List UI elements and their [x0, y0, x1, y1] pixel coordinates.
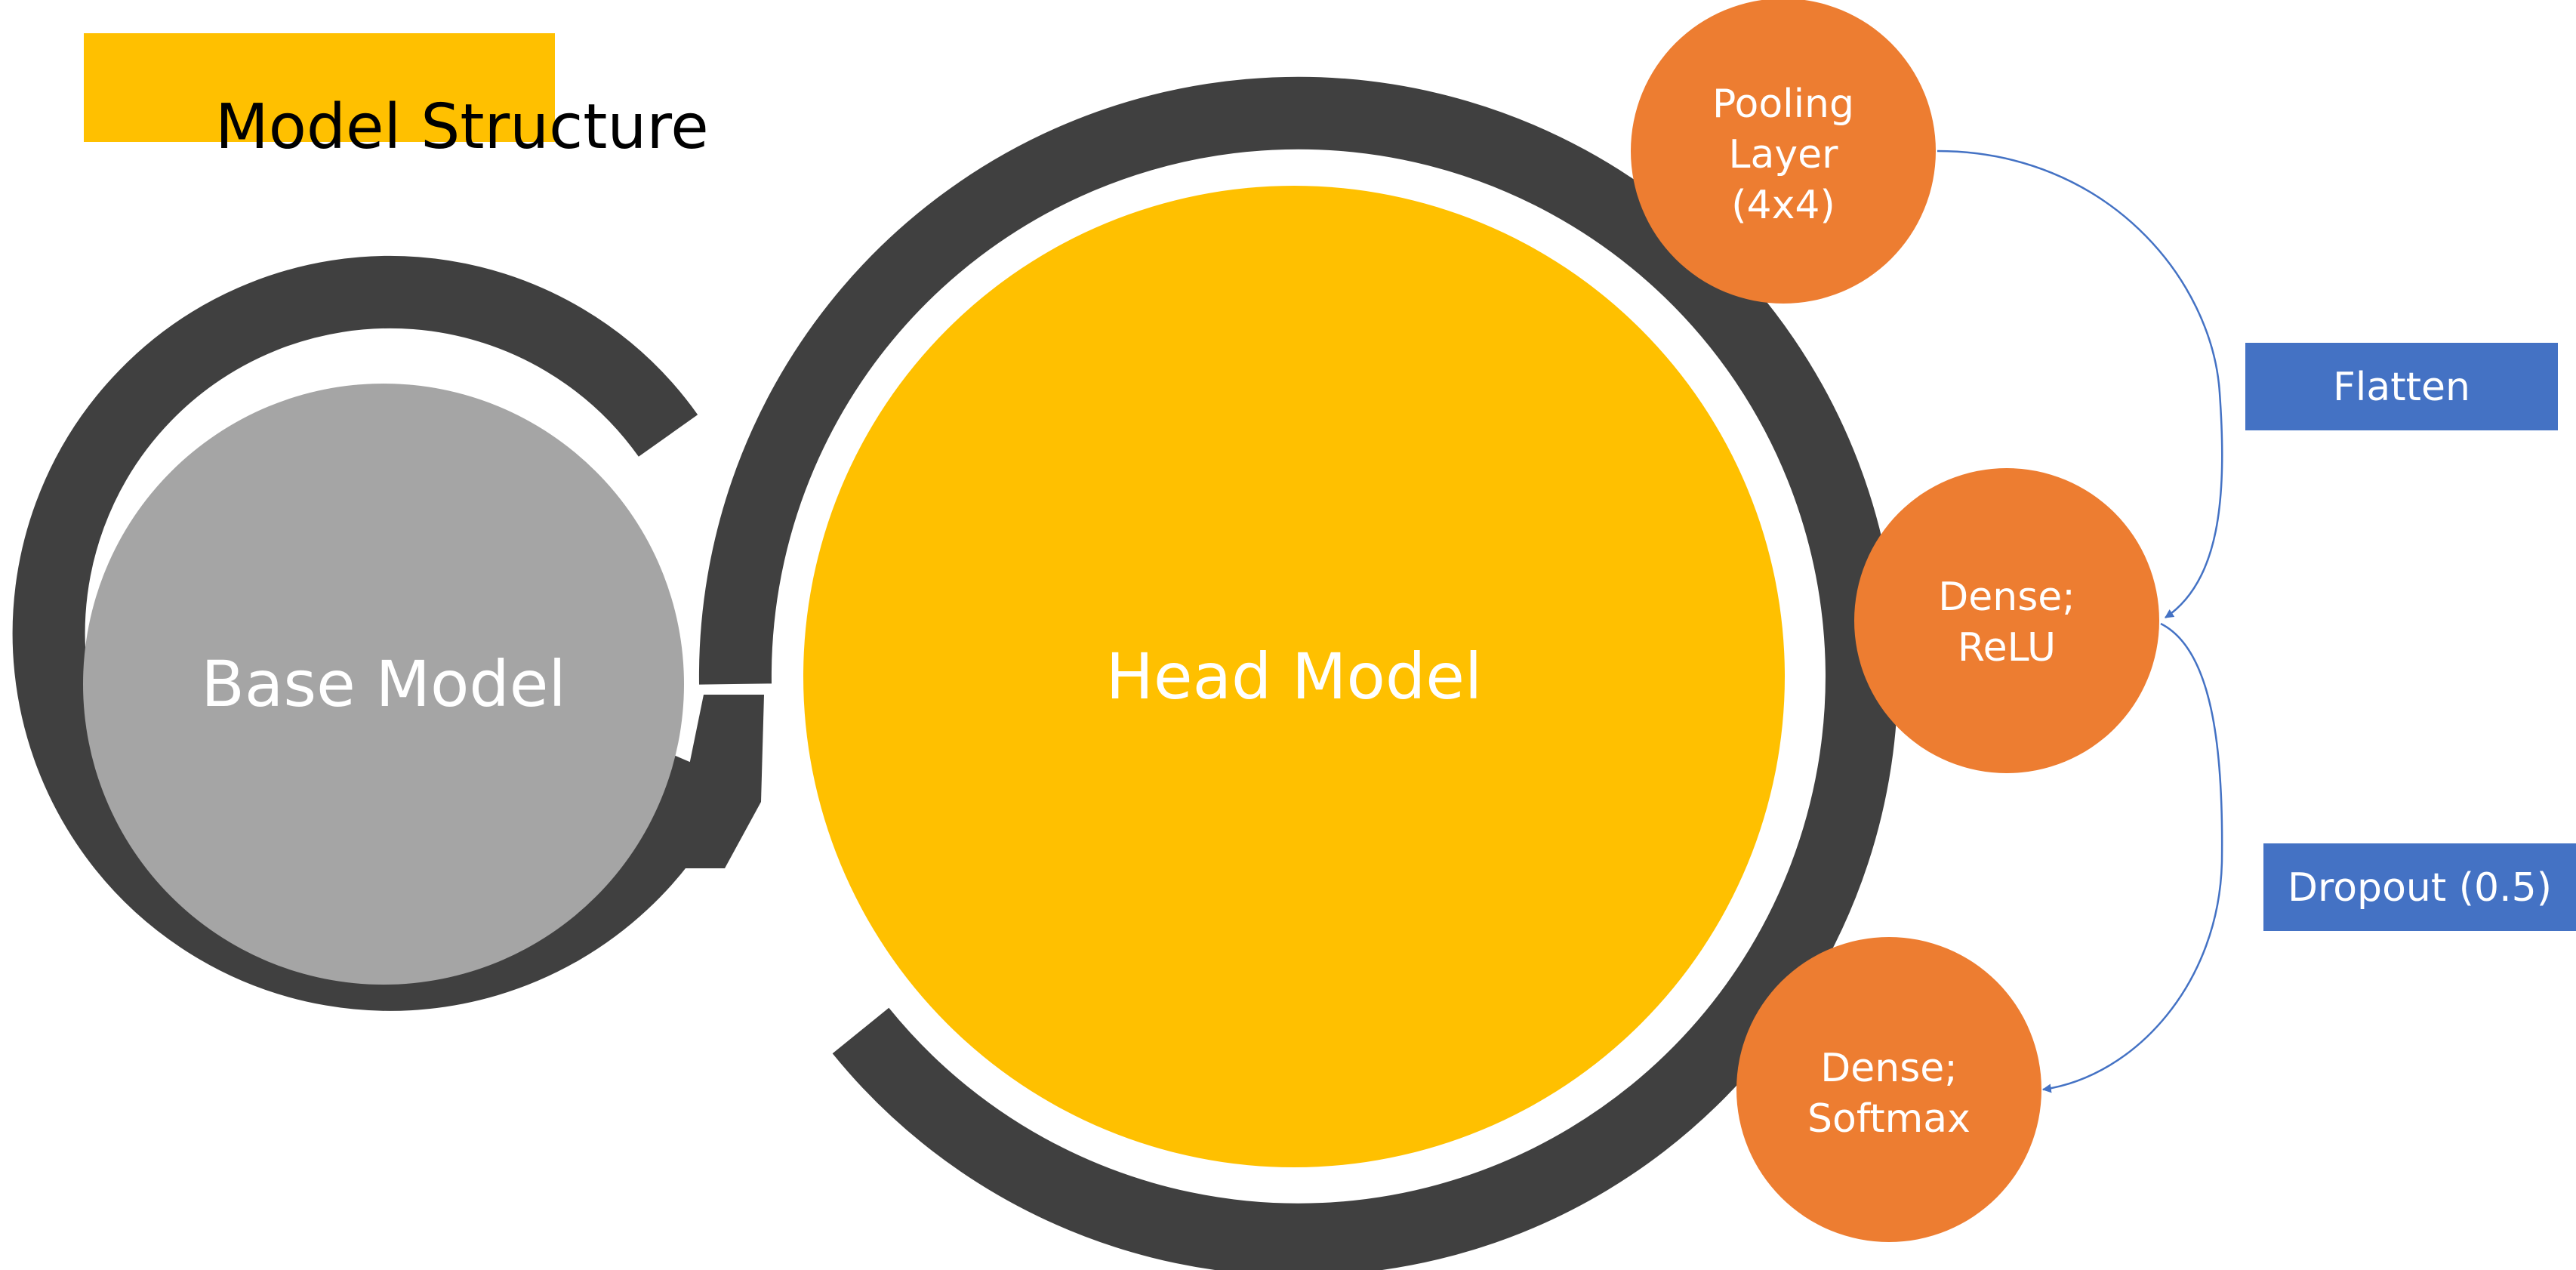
pooling-layer-label-line-2: Layer: [1729, 132, 1839, 177]
flatten-label: Flatten: [2333, 365, 2470, 410]
dense-relu-label-line-2: ReLU: [1958, 625, 2056, 670]
head-model-ring: [698, 76, 1898, 1270]
pooling-layer-circle: [1631, 0, 1936, 304]
dropout-label-box: Dropout (0.5): [2263, 843, 2576, 931]
dense-softmax-label-line-2: Softmax: [1807, 1096, 1971, 1142]
flatten-label-box: Flatten: [2245, 343, 2558, 430]
dense-softmax-circle: [1736, 937, 2041, 1242]
dropout-box: [2263, 843, 2576, 931]
pooling-layer-label-line-1: Pooling: [1712, 82, 1854, 127]
arrow-pooling-to-dense-relu: [1937, 150, 2223, 619]
page-title: Model Structure: [215, 91, 709, 163]
dense-relu-node: Dense; ReLU: [1854, 468, 2159, 773]
arrow-dense-relu-to-dense-softmax: [2041, 622, 2223, 1093]
dense-softmax-node: Dense; Softmax: [1736, 937, 2041, 1242]
base-model-label: Base Model: [201, 647, 565, 721]
dense-softmax-label-line-1: Dense;: [1820, 1046, 1958, 1091]
ring-connector-band: [668, 695, 764, 868]
dense-relu-label-line-1: Dense;: [1938, 575, 2075, 620]
pooling-layer-node: Pooling Layer (4x4): [1631, 0, 1936, 304]
head-model-circle: [803, 186, 1785, 1167]
pooling-layer-label-line-3: (4x4): [1731, 183, 1835, 228]
flatten-box: [2245, 343, 2558, 430]
dropout-label: Dropout (0.5): [2288, 865, 2552, 911]
dense-relu-circle: [1854, 468, 2159, 773]
title-accent-block: [84, 33, 555, 142]
base-model-circle: [83, 384, 684, 985]
head-model-label: Head Model: [1106, 640, 1483, 714]
